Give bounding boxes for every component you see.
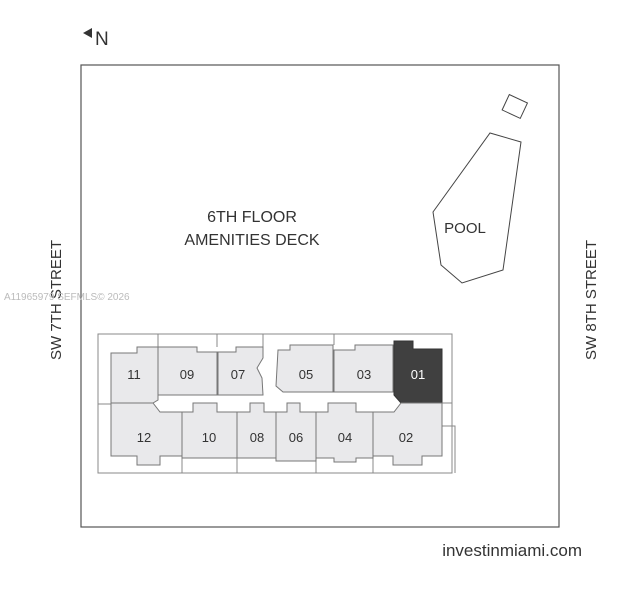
unit-08[interactable]: 08: [236, 402, 277, 459]
street-right: SW 8TH STREET: [583, 240, 600, 360]
website-link[interactable]: investinmiami.com: [442, 541, 582, 560]
svg-text:03: 03: [357, 367, 371, 382]
svg-text:05: 05: [299, 367, 313, 382]
svg-text:11: 11: [127, 367, 141, 382]
pool: [432, 132, 522, 284]
svg-text:08: 08: [250, 430, 264, 445]
unit-04[interactable]: 04: [315, 402, 374, 463]
unit-06[interactable]: 06: [275, 402, 317, 462]
deck-label-line2: AMENITIES DECK: [184, 232, 319, 249]
svg-text:12: 12: [137, 430, 151, 445]
site-boundary: [80, 64, 560, 528]
svg-text:10: 10: [202, 430, 216, 445]
unit-07[interactable]: 07: [217, 346, 264, 396]
svg-text:07: 07: [231, 367, 245, 382]
pool-label: POOL: [444, 220, 486, 237]
pool-equipment: [501, 93, 529, 120]
unit-10[interactable]: 10: [181, 402, 238, 459]
svg-text:04: 04: [338, 430, 352, 445]
watermark: A11965979 SEFMLS© 2026: [4, 292, 130, 303]
north-label: N: [95, 29, 109, 50]
unit-03[interactable]: 03: [333, 344, 394, 393]
unit-02[interactable]: 02: [372, 402, 443, 466]
unit-05[interactable]: 05: [275, 344, 334, 393]
unit-01[interactable]: 01: [393, 340, 443, 404]
svg-text:02: 02: [399, 430, 413, 445]
unit-12[interactable]: 12: [110, 402, 183, 466]
unit-11[interactable]: 11: [110, 346, 159, 404]
unit-09[interactable]: 09: [157, 346, 218, 396]
street-left: SW 7TH STREET: [48, 240, 65, 360]
arrow-left-icon: [83, 28, 92, 38]
svg-text:06: 06: [289, 430, 303, 445]
svg-text:01: 01: [411, 367, 425, 382]
svg-text:09: 09: [180, 367, 194, 382]
deck-label-line1: 6TH FLOOR: [207, 209, 297, 226]
